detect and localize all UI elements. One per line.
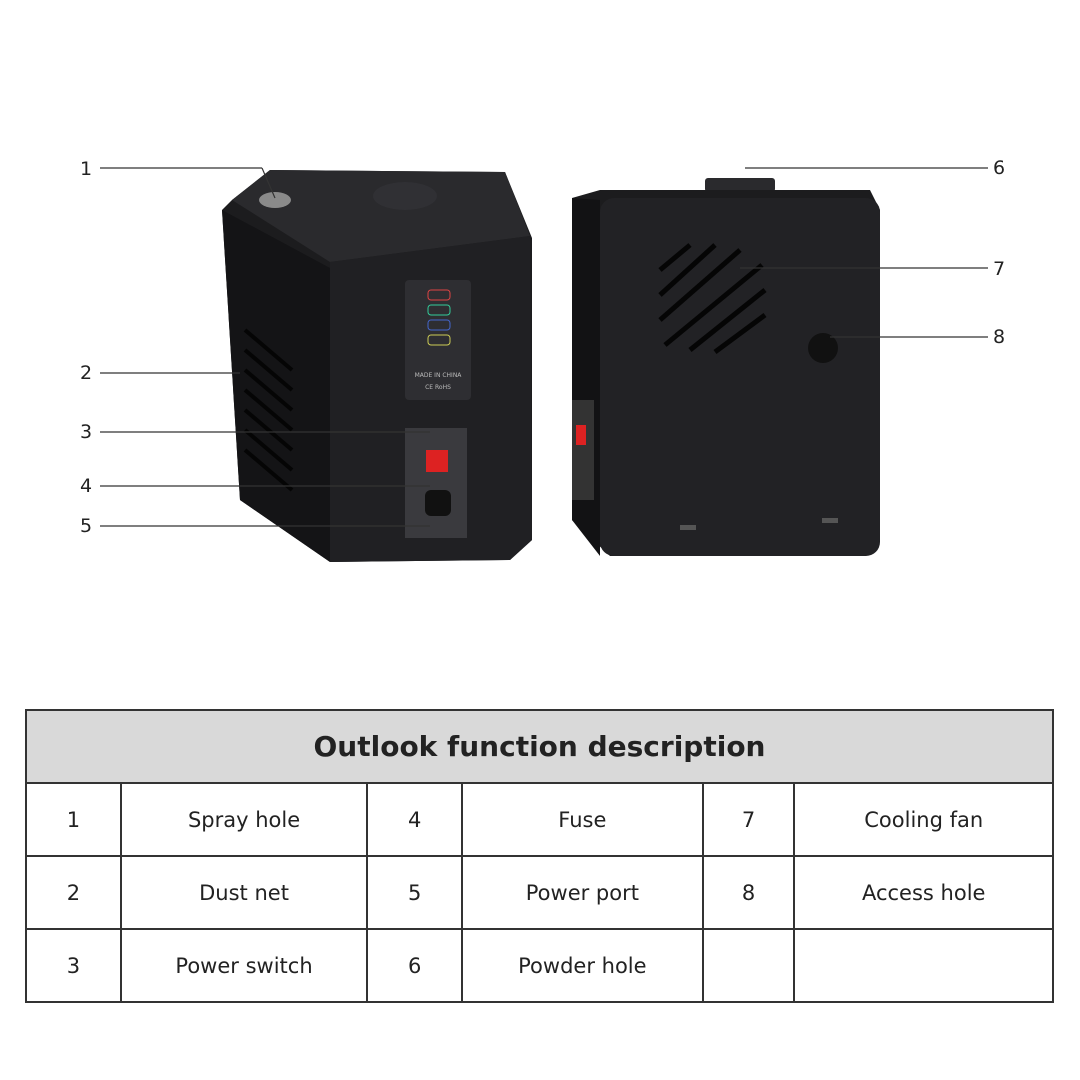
item-label: Fuse (461, 782, 704, 857)
item-label: Power port (461, 855, 704, 930)
cooling-fan-grille (658, 243, 767, 355)
power-switch (426, 450, 448, 472)
item-number: 7 (701, 782, 796, 857)
powder-hole (705, 178, 775, 192)
led-panel (405, 280, 471, 400)
item-number: 8 (701, 855, 796, 930)
item-label (793, 928, 1054, 1003)
table-title: Outlook function description (25, 709, 1054, 784)
device-label-text: MADE IN CHINA CE RoHS (415, 372, 463, 391)
item-number: 6 (366, 928, 464, 1003)
item-label: Powder hole (461, 928, 704, 1003)
item-number (701, 928, 796, 1003)
device-front-view (222, 170, 532, 562)
callout-3: 3 (80, 421, 93, 443)
item-label: Dust net (119, 855, 369, 930)
callout-7: 7 (993, 258, 1006, 280)
callout-4: 4 (80, 475, 93, 497)
item-label: Power switch (119, 928, 369, 1003)
callout-8: 8 (993, 326, 1006, 348)
item-number: 1 (25, 782, 122, 857)
item-label: Cooling fan (793, 782, 1054, 857)
callout-5: 5 (80, 515, 93, 537)
access-hole (808, 333, 838, 363)
svg-text:MADE IN CHINA: MADE IN CHINA (415, 372, 463, 379)
power-port (425, 490, 451, 516)
callout-lines (100, 167, 988, 527)
callout-6: 6 (993, 157, 1006, 179)
item-number: 5 (366, 855, 464, 930)
item-number: 2 (25, 855, 122, 930)
product-illustration (100, 167, 988, 562)
item-number: 3 (25, 928, 122, 1003)
svg-text:CE RoHS: CE RoHS (425, 384, 451, 391)
device-back-view (572, 178, 880, 556)
item-label: Spray hole (119, 782, 369, 857)
spray-hole (259, 192, 291, 208)
callout-2: 2 (80, 362, 93, 384)
item-number: 4 (366, 782, 464, 857)
callout-1: 1 (80, 158, 93, 180)
item-label: Access hole (793, 855, 1054, 930)
